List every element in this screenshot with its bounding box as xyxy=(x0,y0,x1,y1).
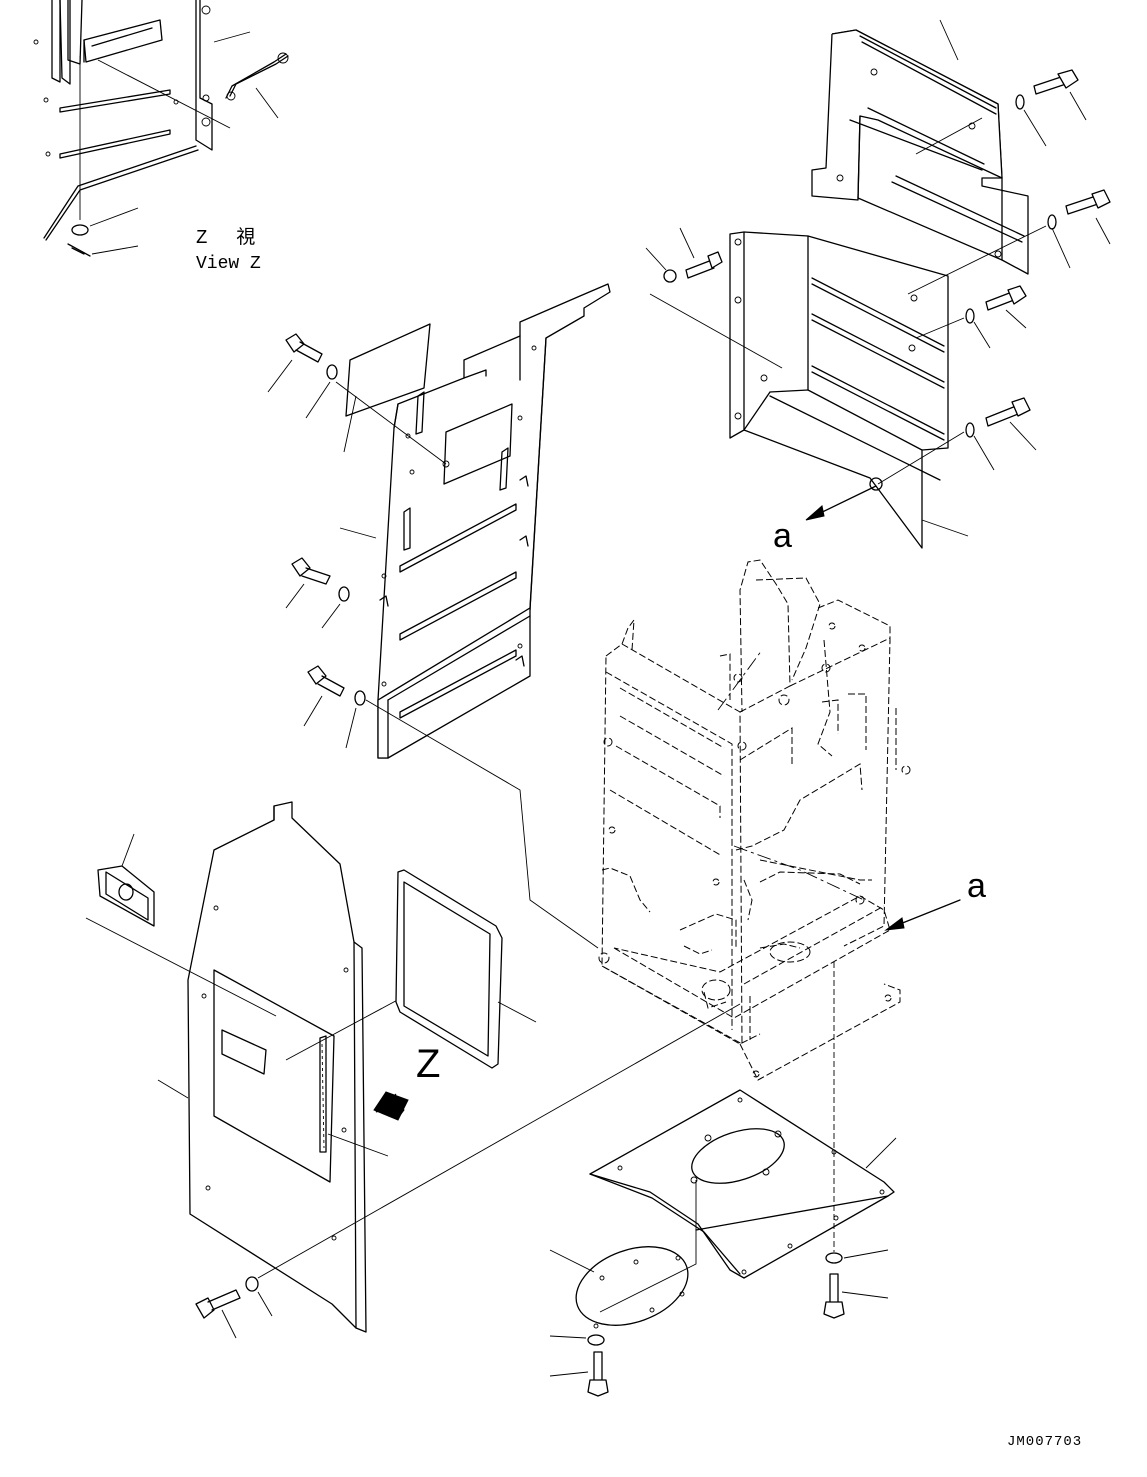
direction-z-label: Z xyxy=(416,1042,441,1086)
bolt-group-left xyxy=(267,333,366,749)
arrow-a-upper xyxy=(805,485,877,521)
side-cover xyxy=(85,801,741,1339)
view-z-detail xyxy=(33,0,289,257)
bolt-group-right xyxy=(645,69,1111,491)
operator-frame xyxy=(598,559,911,1081)
drawing-code: JM007703 xyxy=(1007,1434,1083,1450)
floor-plate xyxy=(549,962,897,1397)
view-z-label-jp: Z 視 xyxy=(196,227,258,249)
arrow-a-lower xyxy=(884,899,961,931)
marker-a-upper: a xyxy=(773,517,792,555)
middle-panel xyxy=(267,283,611,949)
marker-a-lower: a xyxy=(967,867,986,905)
upper-cover-assembly xyxy=(645,19,1111,549)
view-z-label-en: View Z xyxy=(196,254,261,274)
